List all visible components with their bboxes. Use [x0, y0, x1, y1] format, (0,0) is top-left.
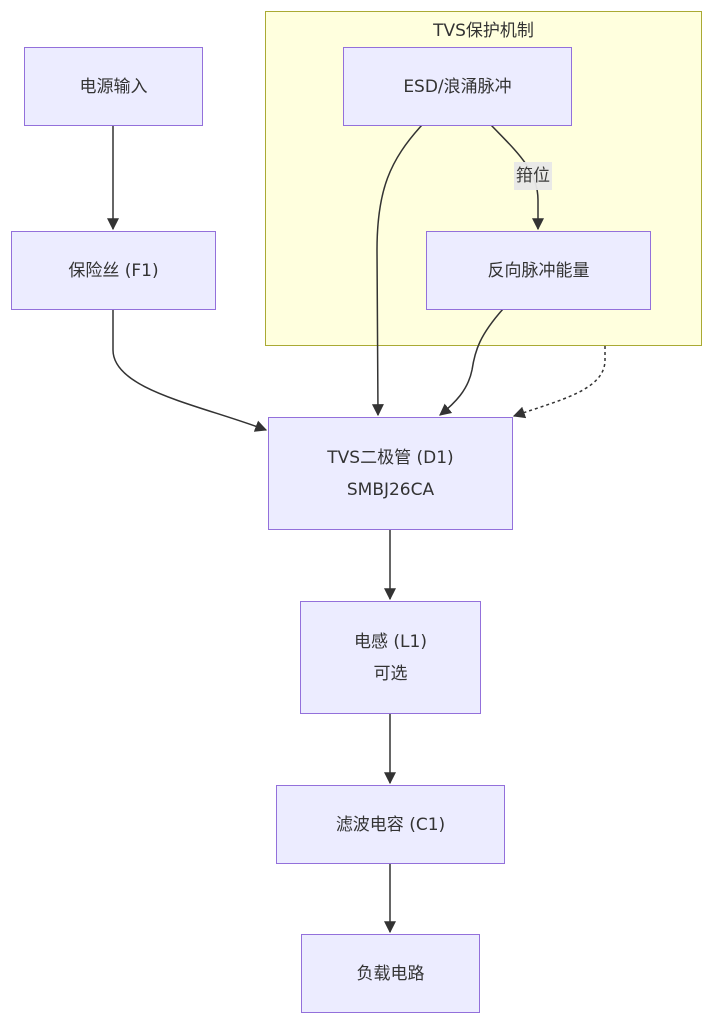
node-label: 反向脉冲能量: [487, 260, 590, 281]
node-label: 负载电路: [356, 963, 425, 984]
node-label: 保险丝 (F1): [68, 260, 159, 281]
node-tvs-diode[interactable]: TVS二极管 (D1) SMBJ26CA: [268, 417, 513, 530]
node-label: 电源输入: [79, 76, 148, 97]
cluster-title: TVS保护机制: [433, 21, 534, 41]
edge-fuse-to-tvs: [112, 309, 268, 432]
edge-cluster-to-tvs: [512, 346, 606, 419]
node-reverse-energy[interactable]: 反向脉冲能量: [426, 231, 651, 310]
node-esd-surge[interactable]: ESD/浪涌脉冲: [343, 47, 572, 126]
node-label-line2: 可选: [373, 663, 408, 684]
node-capacitor[interactable]: 滤波电容 (C1): [276, 785, 505, 864]
node-inductor[interactable]: 电感 (L1) 可选: [300, 601, 481, 714]
edge-reverse-to-tvs: [439, 308, 504, 416]
node-label-line1: TVS二极管 (D1): [327, 447, 454, 468]
node-power-input[interactable]: 电源输入: [24, 47, 203, 126]
node-load[interactable]: 负载电路: [301, 934, 480, 1013]
node-fuse[interactable]: 保险丝 (F1): [11, 231, 216, 310]
node-label: ESD/浪涌脉冲: [403, 76, 512, 97]
node-label: 滤波电容 (C1): [335, 814, 446, 835]
node-label-line1: 电感 (L1): [354, 631, 427, 652]
edge-esd-to-tvs: [371, 124, 423, 417]
edge-label-clamp: 箝位: [514, 162, 552, 190]
node-label-line2: SMBJ26CA: [346, 479, 435, 500]
